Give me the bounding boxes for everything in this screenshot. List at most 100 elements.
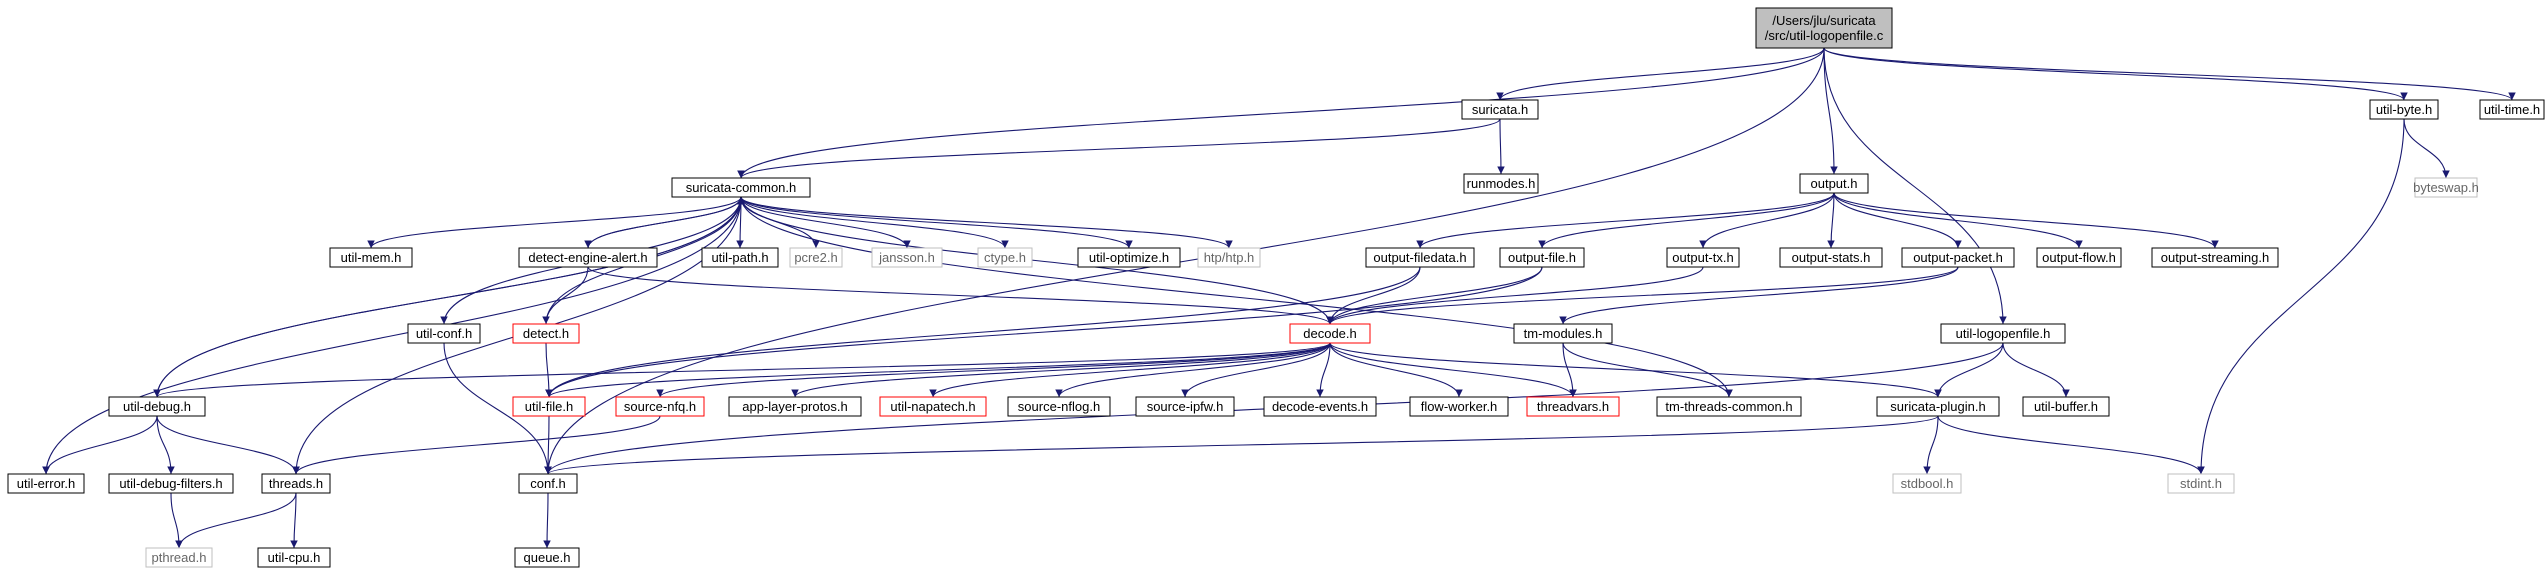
edge-output_packet_h-to-decode_h [1326, 266, 1959, 325]
node-util-error-h[interactable]: util-error.h [7, 473, 85, 494]
node-pthread-h[interactable]: pthread.h [145, 547, 213, 568]
node-util-buffer-h[interactable]: util-buffer.h [2022, 396, 2110, 417]
node-threads-h[interactable]: threads.h [261, 473, 331, 494]
edge-threads_h-to-pthread_h [175, 492, 297, 549]
edge-threads_h-to-util_cpu_h [290, 492, 298, 549]
node-label: output-file.h [1508, 250, 1576, 265]
node-source-ipfw-h[interactable]: source-ipfw.h [1135, 396, 1235, 417]
node-suricata-common-h[interactable]: suricata-common.h [671, 177, 811, 198]
node-suricata-plugin-h[interactable]: suricata-plugin.h [1876, 396, 2000, 417]
node-util-file-h[interactable]: util-file.h [512, 396, 586, 417]
node-suricata-h[interactable]: suricata.h [1461, 99, 1539, 120]
dependency-edges [42, 47, 2516, 549]
node-box [2036, 247, 2122, 268]
edge-output_h-to-output_packet_h [1833, 192, 1962, 249]
edge-tm_modules_h-to-threadvars_h [1562, 342, 1577, 398]
node-tm-modules-h[interactable]: tm-modules.h [1513, 323, 1613, 344]
node-tm-threads-common-h[interactable]: tm-threads-common.h [1656, 396, 1802, 417]
node-output-stats-h[interactable]: output-stats.h [1779, 247, 1883, 268]
node-output-packet-h[interactable]: output-packet.h [1901, 247, 2015, 268]
node-label: tm-modules.h [1524, 326, 1603, 341]
edge-output_h-to-output_stats_h [1827, 192, 1835, 249]
node-decode-h[interactable]: decode.h [1289, 323, 1371, 344]
node-box [1892, 473, 1962, 494]
node-label: output-filedata.h [1373, 250, 1466, 265]
node-label: threads.h [269, 476, 323, 491]
edge-suricata_common_h-to-tm_threads_common_h [740, 196, 1733, 398]
node-stdbool-h[interactable]: stdbool.h [1892, 473, 1962, 494]
node-ctype-h[interactable]: ctype.h [977, 247, 1033, 268]
node-box [2167, 473, 2235, 494]
node-box [728, 396, 862, 417]
edge-decode_h-to-decode_events_h [1316, 342, 1331, 398]
node-util-byte-h[interactable]: util-byte.h [2369, 99, 2439, 120]
edge-detect_engine_alert_h-to-decode_h [587, 266, 1334, 325]
node-output-file-h[interactable]: output-file.h [1499, 247, 1585, 268]
node-box [145, 547, 213, 568]
node-label: decode.h [1303, 326, 1357, 341]
node-root[interactable]: /Users/jlu/suricata/src/util-logopenfile… [1755, 7, 1893, 49]
edge-suricata_common_h-to-util_error_h [42, 196, 742, 475]
node-label: source-nflog.h [1018, 399, 1100, 414]
node-label: util-conf.h [416, 326, 472, 341]
node-box [1289, 323, 1371, 344]
node-util-optimize-h[interactable]: util-optimize.h [1077, 247, 1181, 268]
edge-decode_h-to-util_napatech_h [929, 342, 1331, 398]
node-pcre2-h[interactable]: pcre2.h [789, 247, 843, 268]
edge-suricata_common_h-to-ctype_h [740, 196, 1009, 249]
node-detect-h[interactable]: detect.h [512, 323, 580, 344]
edge-decode_h-to-util_debug_h [153, 342, 1331, 398]
node-util-path-h[interactable]: util-path.h [701, 247, 779, 268]
node-label: util-napatech.h [890, 399, 975, 414]
node-byteswap-h[interactable]: byteswap.h [2413, 177, 2479, 198]
node-box [1197, 247, 1261, 268]
node-jansson-h[interactable]: jansson.h [871, 247, 943, 268]
node-output-flow-h[interactable]: output-flow.h [2036, 247, 2122, 268]
node-util-mem-h[interactable]: util-mem.h [329, 247, 413, 268]
node-util-cpu-h[interactable]: util-cpu.h [257, 547, 331, 568]
node-detect-engine-alert-h[interactable]: detect-engine-alert.h [518, 247, 658, 268]
node-box [2151, 247, 2279, 268]
node-label: htp/htp.h [1204, 250, 1255, 265]
node-htp-htp-h[interactable]: htp/htp.h [1197, 247, 1261, 268]
node-threadvars-h[interactable]: threadvars.h [1526, 396, 1620, 417]
node-util-debug-filters-h[interactable]: util-debug-filters.h [108, 473, 234, 494]
node-source-nfq-h[interactable]: source-nfq.h [615, 396, 705, 417]
node-flow-worker-h[interactable]: flow-worker.h [1409, 396, 1509, 417]
node-source-nflog-h[interactable]: source-nflog.h [1007, 396, 1111, 417]
node-app-layer-protos-h[interactable]: app-layer-protos.h [728, 396, 862, 417]
node-util-time-h[interactable]: util-time.h [2479, 99, 2545, 120]
node-util-conf-h[interactable]: util-conf.h [407, 323, 481, 344]
node-box [879, 396, 987, 417]
node-label: util-debug-filters.h [119, 476, 222, 491]
node-box [1499, 247, 1585, 268]
node-queue-h[interactable]: queue.h [514, 547, 580, 568]
node-box [1263, 396, 1377, 417]
node-box [1901, 247, 2015, 268]
node-runmodes-h[interactable]: runmodes.h [1463, 173, 1539, 194]
node-conf-h[interactable]: conf.h [518, 473, 578, 494]
node-output-filedata-h[interactable]: output-filedata.h [1365, 247, 1475, 268]
node-label: /src/util-logopenfile.c [1765, 28, 1884, 43]
node-output-tx-h[interactable]: output-tx.h [1666, 247, 1740, 268]
node-box [789, 247, 843, 268]
node-util-napatech-h[interactable]: util-napatech.h [879, 396, 987, 417]
node-stdint-h[interactable]: stdint.h [2167, 473, 2235, 494]
node-label: util-cpu.h [268, 550, 321, 565]
node-box [2414, 177, 2478, 198]
edge-output_filedata_h-to-util_file_h [545, 266, 1421, 398]
node-output-streaming-h[interactable]: output-streaming.h [2151, 247, 2279, 268]
node-output-h[interactable]: output.h [1799, 173, 1869, 194]
node-box [407, 323, 481, 344]
node-decode-events-h[interactable]: decode-events.h [1263, 396, 1377, 417]
node-util-logopenfile-h[interactable]: util-logopenfile.h [1940, 323, 2066, 344]
node-box [1779, 247, 1883, 268]
node-label: decode-events.h [1272, 399, 1368, 414]
node-label: jansson.h [878, 250, 935, 265]
edge-decode_h-to-source_ipfw_h [1181, 342, 1331, 398]
node-util-debug-h[interactable]: util-debug.h [108, 396, 206, 417]
edge-output_packet_h-to-tm_modules_h [1559, 266, 1959, 325]
node-label: util-time.h [2484, 102, 2540, 117]
node-box [257, 547, 331, 568]
node-box [1135, 396, 1235, 417]
